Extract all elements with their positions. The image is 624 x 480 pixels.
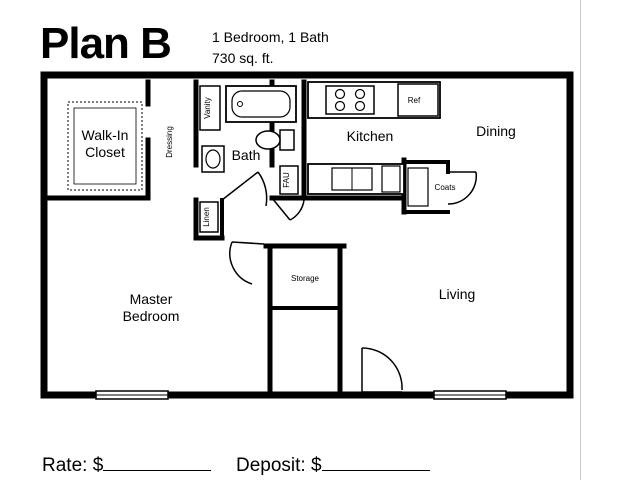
linen-label: Linen [202,207,211,227]
unit-area: 730 sq. ft. [212,50,274,66]
kitchen-counter [307,81,441,119]
master-bedroom-label-line2: Bedroom [123,308,180,324]
vanity-counter [199,85,221,131]
rate-blank-line [103,454,212,471]
kitchen-label: Kitchen [347,128,394,144]
outer-walls [40,71,574,399]
coats-closet-rail [407,167,429,207]
toilet [255,129,295,151]
closet-shelf-outline-inner [73,107,137,185]
dressing-label: Dressing [165,126,174,158]
plan-title: Plan B [40,19,172,68]
storage-label: Storage [291,274,320,283]
linen-closet [199,201,219,233]
door-swings [221,171,478,393]
walk-in-closet-label-line2: Closet [85,144,125,160]
deposit-label: Deposit: $ [236,455,322,476]
bath-label: Bath [232,147,261,163]
kitchen-sink-counter [307,163,405,195]
coats-label: Coats [435,183,456,192]
bath-sink [201,145,225,173]
dining-label: Dining [476,123,516,139]
deposit-field: Deposit: $ [236,454,430,475]
rate-label: Rate: $ [42,455,104,476]
rate-field: Rate: $ [42,454,212,476]
room-labels: Walk-In Closet Dressing Vanity Bath FAU … [82,96,516,324]
living-label: Living [439,286,476,302]
bathtub [225,85,297,123]
paper-edge [580,0,581,480]
fau-label: FAU [282,172,291,188]
vanity-label: Vanity [203,97,212,119]
unit-type: 1 Bedroom, 1 Bath [212,29,329,45]
closet-shelf-outline [67,101,143,191]
fau-unit [279,165,299,195]
ref-label: Ref [408,96,421,105]
windows [95,390,507,400]
deposit-blank-line [321,454,430,471]
interior-walls [47,79,450,395]
walk-in-closet-label-line1: Walk-In [82,127,129,143]
master-bedroom-label-line1: Master [130,291,173,307]
